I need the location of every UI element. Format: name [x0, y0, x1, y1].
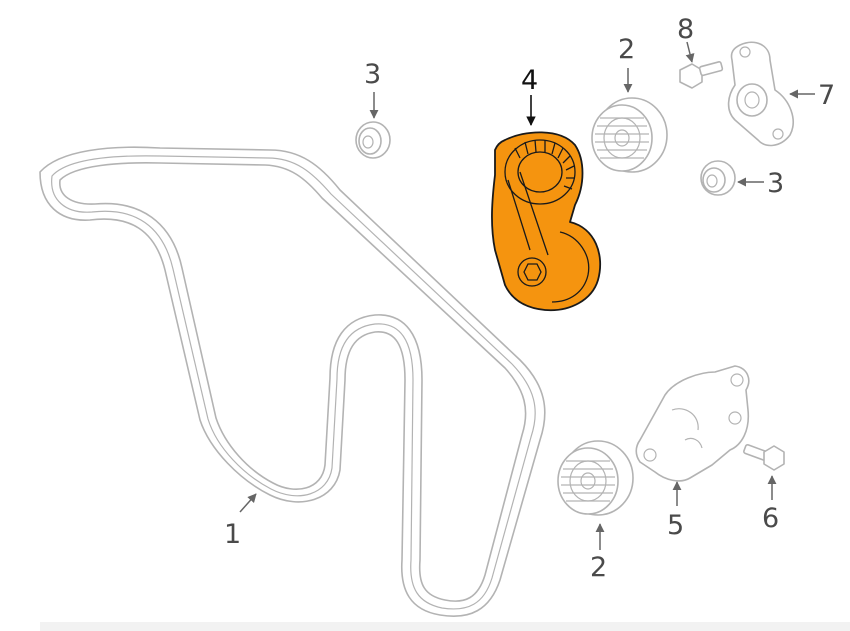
bolt-top[interactable]: [679, 61, 724, 89]
callout-2-bottom: 2: [590, 552, 607, 583]
callout-5: 5: [667, 510, 684, 541]
idler-pulley-bottom[interactable]: [557, 440, 634, 516]
belt-tensioner[interactable]: [491, 131, 602, 312]
callout-8: 8: [677, 14, 694, 45]
callout-1: 1: [224, 519, 241, 550]
small-tensioner[interactable]: [727, 41, 794, 147]
leader-1: [239, 493, 257, 513]
callout-4: 4: [521, 65, 538, 96]
bolt-bottom[interactable]: [743, 444, 785, 471]
leader-8: [685, 41, 695, 63]
pulley-cap-right[interactable]: [700, 160, 736, 196]
pulley-cap-left[interactable]: [355, 121, 391, 159]
serpentine-belt[interactable]: [39, 146, 546, 617]
callout-6: 6: [762, 503, 779, 534]
callout-3-right: 3: [767, 168, 784, 199]
callout-3-left: 3: [364, 59, 381, 90]
callout-7: 7: [818, 80, 835, 111]
mounting-bracket[interactable]: [635, 365, 750, 482]
idler-pulley-top[interactable]: [591, 97, 668, 173]
footer-bar: [40, 622, 850, 631]
callout-2-top: 2: [618, 34, 635, 65]
